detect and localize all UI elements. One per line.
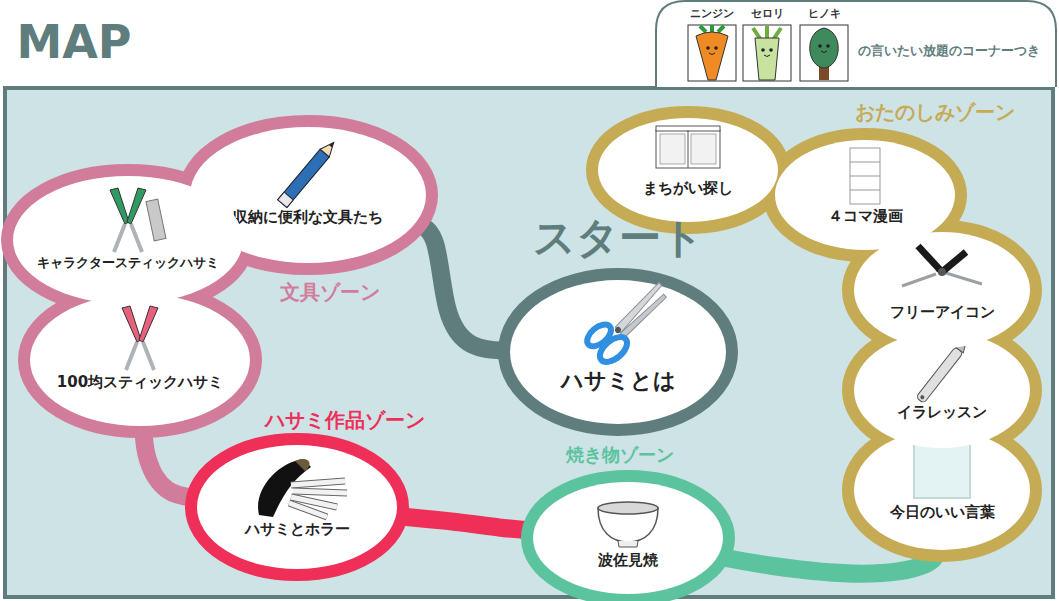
bubble-icon bbox=[278, 139, 339, 208]
bubble-icon bbox=[656, 126, 720, 168]
bubble-ring bbox=[510, 280, 726, 424]
bubble-icon bbox=[110, 188, 166, 252]
bubble-icon bbox=[914, 442, 970, 498]
route-connector bbox=[415, 224, 510, 351]
bubble-fill bbox=[854, 332, 1030, 448]
bubble-ring bbox=[30, 294, 250, 426]
node-label: まちがい探し bbox=[643, 180, 733, 197]
character-figure bbox=[688, 25, 736, 81]
bubble-ring bbox=[854, 232, 1030, 348]
bubble-icon bbox=[258, 459, 347, 517]
node-label: 今日のいい言葉 bbox=[890, 504, 995, 521]
bubble-fill bbox=[854, 232, 1030, 348]
bubble-icon bbox=[902, 246, 982, 286]
bubble-shape bbox=[13, 176, 243, 304]
zone-bubble: 波佐見焼 bbox=[533, 482, 723, 594]
bubble-fill bbox=[775, 140, 955, 250]
zone-label: 文具ゾーン bbox=[280, 281, 380, 303]
route-connector bbox=[396, 516, 534, 531]
zone-bubble: 今日のいい言葉 bbox=[854, 430, 1030, 550]
bubble-shape bbox=[197, 445, 397, 569]
bubble-icon bbox=[583, 278, 679, 367]
node-label: ヒノキ bbox=[808, 8, 841, 21]
bubble-fill bbox=[598, 118, 778, 222]
bubble-shape bbox=[30, 294, 250, 426]
bubble-ring bbox=[854, 332, 1030, 448]
node-label: 波佐見焼 bbox=[598, 552, 658, 569]
bubble-ring bbox=[598, 118, 778, 222]
bubble-icon bbox=[122, 306, 158, 370]
character-corner-panel: ニンジン セロリ ヒノキの言いたい放題のコーナーつき bbox=[655, 0, 1057, 87]
panel-outline bbox=[656, 1, 1056, 87]
bubble-fill bbox=[197, 445, 397, 569]
node-label: 収納に便利な文具たち bbox=[233, 209, 383, 226]
bubble-shape bbox=[598, 118, 778, 222]
bubble-fill bbox=[854, 430, 1030, 550]
node-label: ハサミとは bbox=[561, 368, 676, 393]
zone-bubble: まちがい探し bbox=[598, 118, 778, 222]
bubble-ring bbox=[13, 176, 243, 304]
bubble-shape bbox=[854, 430, 1030, 550]
node-label: フリーアイコン bbox=[890, 304, 995, 321]
bubble-fill bbox=[30, 294, 250, 426]
zone-bubble: ハサミとホラー bbox=[197, 445, 397, 569]
bubble-ring bbox=[854, 430, 1030, 550]
character-figure bbox=[800, 25, 848, 81]
zone-ring-layer bbox=[13, 118, 1030, 594]
zone-label: ハサミ作品ゾーン bbox=[265, 409, 425, 431]
zone-bubble: フリーアイコン bbox=[854, 232, 1030, 348]
bubble-fill bbox=[510, 280, 726, 424]
bubble-icon bbox=[598, 502, 658, 547]
node-label: ニンジン bbox=[690, 8, 734, 21]
zone-label: おたのしみゾーン bbox=[855, 101, 1015, 123]
bubble-shape bbox=[854, 332, 1030, 448]
node-label: ４コマ漫画 bbox=[828, 208, 903, 225]
bubble-shape bbox=[854, 232, 1030, 348]
bubble-fill bbox=[533, 482, 723, 594]
node-label: キャラクタースティックハサミ bbox=[37, 256, 219, 271]
character-figure bbox=[743, 25, 791, 81]
node-label: の言いたい放題のコーナーつき bbox=[858, 44, 1040, 59]
zone-bubble: イラレッスン bbox=[854, 332, 1030, 448]
bubble-ring bbox=[197, 445, 397, 569]
map-panel bbox=[5, 88, 1053, 597]
zone-label: 焼き物ゾーン bbox=[566, 445, 674, 465]
map-title: MAP bbox=[16, 17, 131, 68]
bubble-shape bbox=[510, 280, 726, 424]
bubble-ring bbox=[533, 482, 723, 594]
bubble-shape bbox=[533, 482, 723, 594]
zone-bubble: キャラクタースティックハサミ bbox=[13, 176, 243, 304]
zone-bubble: 100均スティックハサミ bbox=[30, 294, 250, 426]
zone-bubble: ４コマ漫画 bbox=[775, 140, 955, 250]
node-label: 100均スティックハサミ bbox=[57, 374, 223, 391]
zone-bubble: スタートハサミとは bbox=[510, 280, 726, 424]
node-label: ハサミとホラー bbox=[245, 521, 350, 538]
bubble-fill bbox=[13, 176, 243, 304]
bubble-ring bbox=[775, 140, 955, 250]
node-label: イラレッスン bbox=[897, 404, 987, 421]
node-label: セロリ bbox=[751, 8, 784, 21]
bubble-icon bbox=[850, 148, 880, 204]
bubble-shape bbox=[775, 140, 955, 250]
